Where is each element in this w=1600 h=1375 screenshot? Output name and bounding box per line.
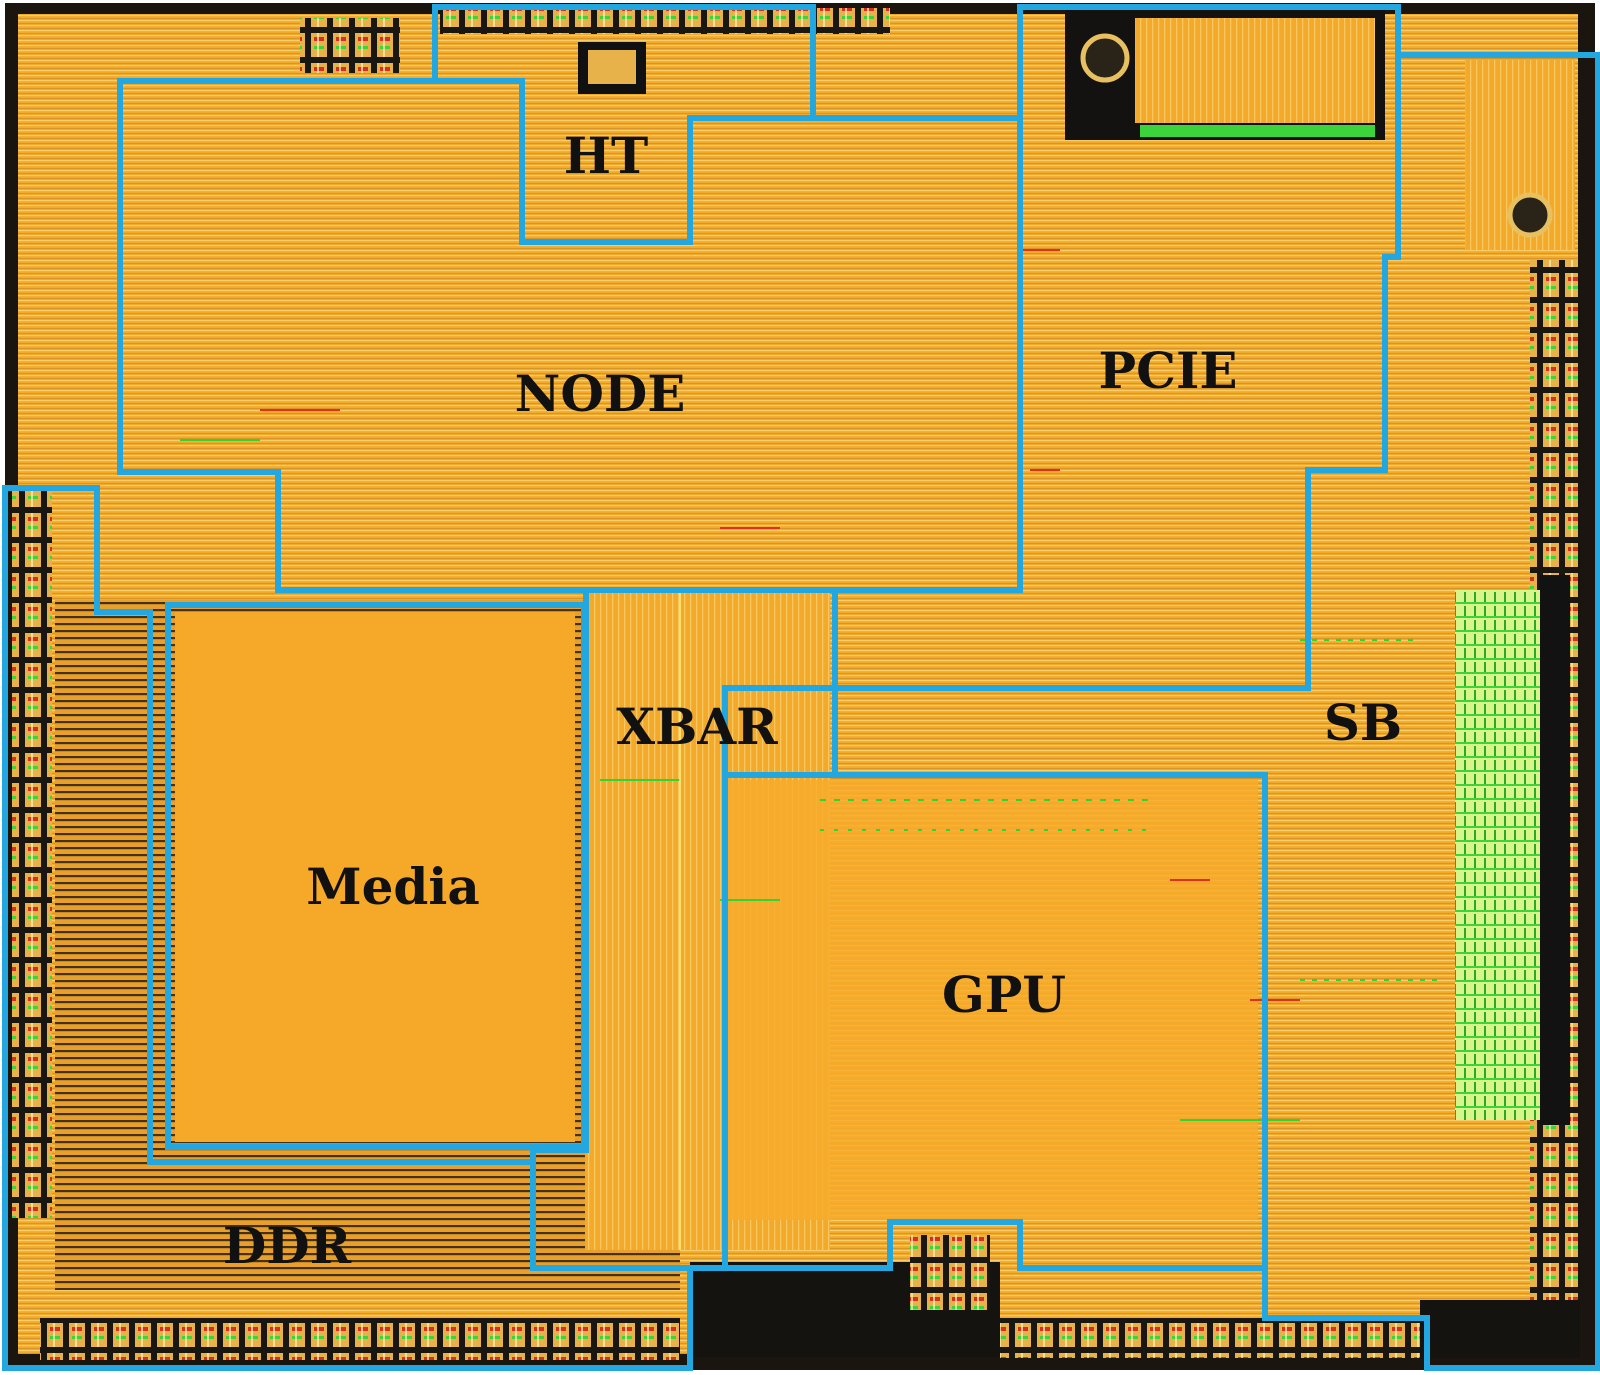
sb-phy-driver-strip — [1540, 575, 1570, 1125]
pll-macro-icon — [1080, 33, 1130, 83]
ht-small-macro-inner — [588, 50, 636, 84]
gpu-label: GPU — [942, 965, 1066, 1024]
sb-label: SB — [1324, 693, 1402, 752]
media-region-outline — [165, 602, 587, 1150]
xbar-label: XBAR — [616, 697, 778, 756]
sb-phy-block — [1455, 590, 1545, 1120]
top-small-macro — [300, 18, 400, 73]
bottom-io-pad-row — [40, 1318, 680, 1360]
node-label: NODE — [515, 364, 686, 423]
pcie-label: PCIE — [1099, 341, 1238, 400]
ddr-label: DDR — [223, 1216, 352, 1275]
bottom-center-macro — [910, 1235, 990, 1310]
media-solid-block — [175, 612, 575, 1142]
routing-accents — [180, 249, 1440, 1250]
pcie-macro-inner — [1135, 18, 1375, 123]
ddr-region-outline — [2, 485, 693, 1371]
pcie-macro-green-bar — [1140, 125, 1375, 137]
pll-macro-right-icon — [1507, 192, 1553, 238]
left-io-pad-column — [12, 488, 52, 1218]
ht-region-outline — [432, 4, 816, 118]
bottom-right-macro-area — [1420, 1300, 1580, 1358]
bottom-right-io-pad-row — [1000, 1318, 1420, 1358]
gpu-region-outline — [722, 772, 1268, 1271]
media-label: Media — [306, 857, 480, 916]
ht-label: HT — [564, 126, 648, 185]
top-left-wire-field — [25, 15, 425, 475]
gpu-core-block — [728, 780, 1258, 1220]
top-io-pad-row — [440, 8, 890, 34]
